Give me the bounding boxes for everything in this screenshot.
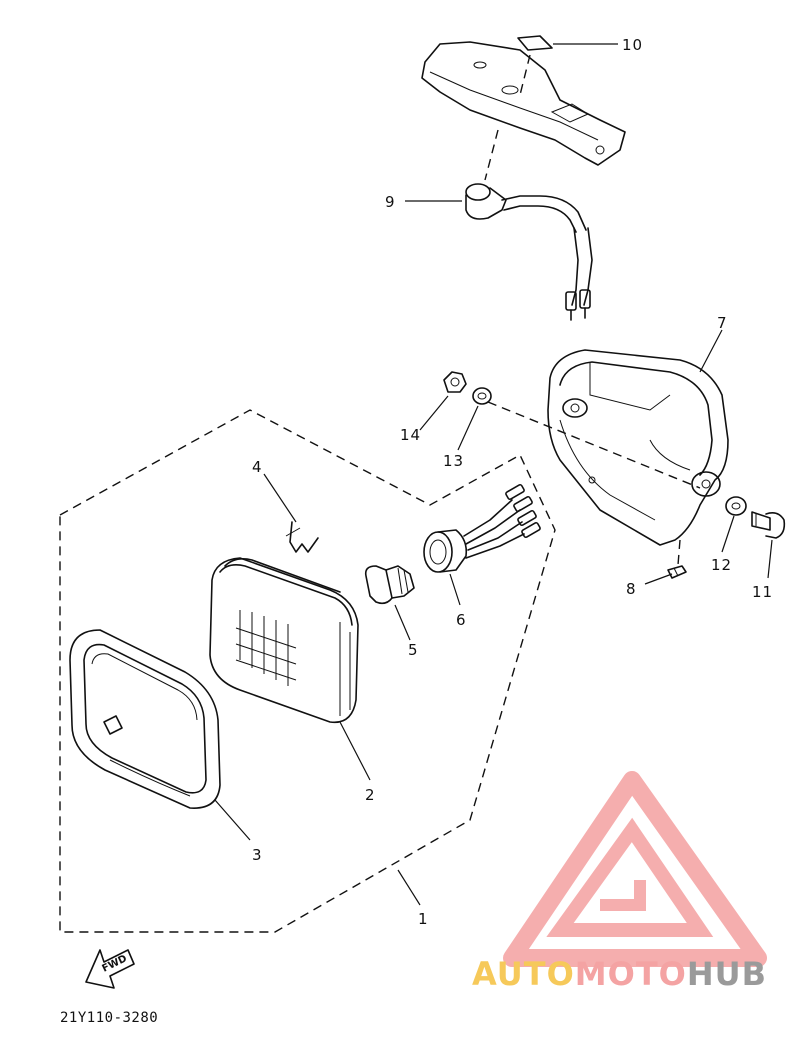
socket-part-6 xyxy=(423,483,541,573)
label-7: 7 xyxy=(717,314,728,332)
leader-13 xyxy=(457,405,479,451)
washer-part-12 xyxy=(725,496,747,516)
bracket-part-10 xyxy=(421,35,626,166)
leader-8 xyxy=(644,573,673,585)
leader-12 xyxy=(721,515,735,553)
assembly-outline-part-1 xyxy=(59,409,556,933)
label-10: 10 xyxy=(622,36,643,54)
housing-part-7 xyxy=(547,349,729,546)
leader-4 xyxy=(263,473,297,523)
watermark-hub: HUB xyxy=(687,955,767,993)
label-2: 2 xyxy=(365,786,376,804)
screw-part-8 xyxy=(667,565,687,579)
watermark-moto: MOTO xyxy=(575,955,687,993)
label-3: 3 xyxy=(252,846,263,864)
label-6: 6 xyxy=(456,611,467,629)
drawing-code: 21Y110-3280 xyxy=(60,1010,158,1026)
bulb-part-5 xyxy=(364,565,415,605)
label-13: 13 xyxy=(443,452,464,470)
label-14: 14 xyxy=(400,426,421,444)
harness-part-9 xyxy=(465,183,593,321)
label-9: 9 xyxy=(385,193,396,211)
label-1: 1 xyxy=(418,910,429,928)
lens-part-2 xyxy=(209,557,359,724)
nut-part-14 xyxy=(443,371,467,393)
label-11: 11 xyxy=(752,583,773,601)
leader-11 xyxy=(767,539,773,579)
clip-part-4 xyxy=(285,521,319,553)
leader-6 xyxy=(449,573,461,606)
leader-1 xyxy=(397,869,421,906)
leader-2 xyxy=(339,721,371,781)
leader-3 xyxy=(214,799,251,841)
automotohub-logo xyxy=(503,771,767,967)
fwd-arrow-icon: FWD xyxy=(85,949,135,989)
label-12: 12 xyxy=(711,556,732,574)
leader-14 xyxy=(419,395,449,431)
label-4: 4 xyxy=(252,458,263,476)
rim-part-3 xyxy=(69,629,221,809)
bolt-part-11 xyxy=(751,511,786,539)
washer-part-13 xyxy=(472,387,492,405)
watermark-auto: AUTO xyxy=(472,955,575,993)
leader-7 xyxy=(699,329,723,373)
label-5: 5 xyxy=(408,641,419,659)
leader-5 xyxy=(394,604,411,641)
label-8: 8 xyxy=(626,580,637,598)
watermark-text: AUTOMOTOHUB xyxy=(472,955,767,993)
